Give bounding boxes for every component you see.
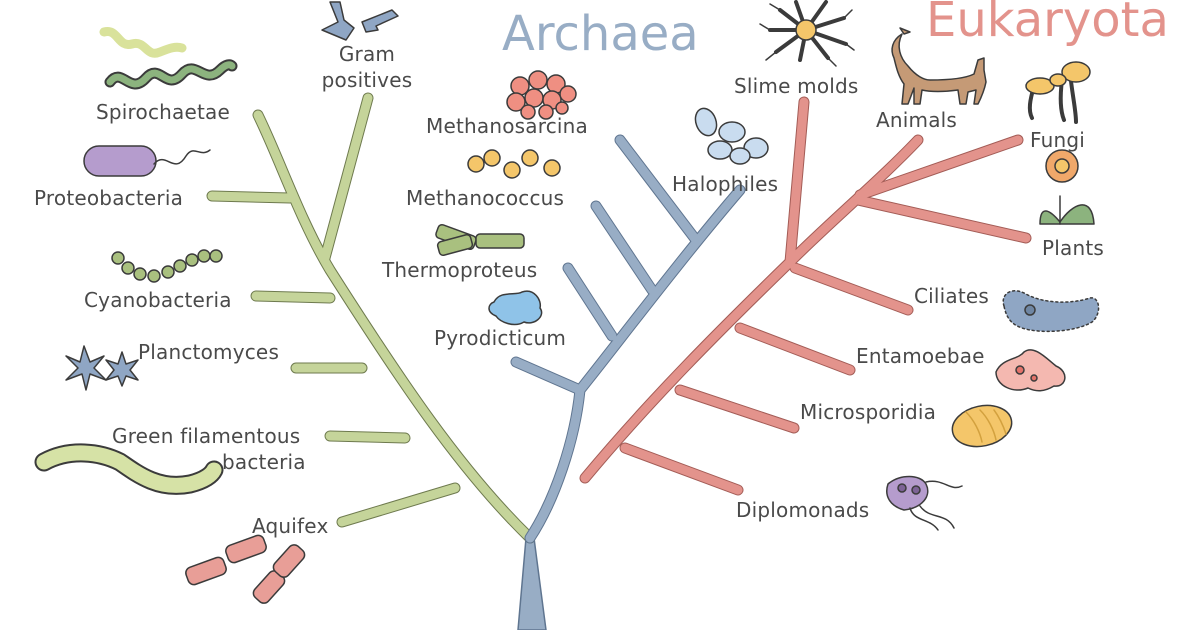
- label-aquifex: Aquifex: [252, 514, 329, 538]
- branch-cyanobacteria: [251, 291, 335, 303]
- label-gram-positives-line2: positives: [321, 68, 413, 92]
- label-thermoproteus: Thermoproteus: [382, 258, 538, 282]
- flower-icon: [1039, 149, 1095, 225]
- branch-ciliates: [790, 263, 913, 315]
- label-proteobacteria: Proteobacteria: [34, 186, 184, 210]
- branch-gram-positives: [320, 93, 373, 263]
- branch-thermoproteus: [563, 263, 617, 341]
- spirochete-icon: [99, 27, 238, 90]
- proteobacterium-icon: [83, 145, 211, 177]
- tree-trunk: [517, 537, 547, 630]
- branch-pyrodicticum: [511, 357, 585, 395]
- branch-fungi: [855, 135, 1023, 200]
- branch-proteobacteria: [207, 191, 295, 203]
- amoeba-icon: [995, 349, 1066, 392]
- label-diplomonads: Diplomonads: [736, 498, 870, 522]
- methanosarcina-cluster-icon: [506, 70, 577, 120]
- halophiles-icon: [694, 107, 769, 165]
- label-fungi: Fungi: [1030, 128, 1086, 152]
- label-planctomyces: Planctomyces: [138, 340, 280, 364]
- branch-methanosarcina: [615, 135, 701, 245]
- branch-diplomonads: [620, 443, 743, 495]
- branch-aquifex: [337, 483, 460, 527]
- branch-microsporidia: [675, 385, 799, 433]
- thermoproteus-rods-icon: [435, 223, 525, 257]
- label-cyanobacteria: Cyanobacteria: [84, 288, 232, 312]
- archaea-main-branch: [525, 185, 745, 543]
- label-gram-positives-line1: Gram: [338, 42, 396, 66]
- cyanobacteria-chain-icon: [111, 249, 223, 283]
- branch-slime-molds: [785, 97, 809, 267]
- label-green-filamentous-line1: Green filamentous: [112, 424, 301, 448]
- slime-mold-icon: [759, 0, 855, 67]
- green-filament-icon: [34, 443, 224, 495]
- label-green-filamentous-line2: bacteria: [222, 450, 306, 474]
- branch-plants: [853, 195, 1031, 243]
- archaea-branches: [510, 134, 746, 544]
- label-animals: Animals: [876, 108, 958, 132]
- branch-green-filamentous: [325, 431, 410, 443]
- pyrodicticum-disc-icon: [488, 290, 543, 326]
- microsporidia-spore-icon: [951, 404, 1013, 448]
- branch-entamoebae: [735, 323, 855, 375]
- branch-methanococcus: [591, 201, 657, 295]
- aquifex-rods-icon: [185, 534, 306, 604]
- label-entamoebae: Entamoebae: [856, 344, 985, 368]
- planctomyces-star-icon: [65, 345, 139, 391]
- bacteria-main-branch: [253, 110, 535, 543]
- gram-positive-rods-icon: [321, 1, 399, 41]
- mushroom-icon: [1025, 61, 1091, 124]
- bacteria-branches: [206, 92, 536, 544]
- label-methanosarcina: Methanosarcina: [426, 114, 588, 138]
- label-spirochaetae: Spirochaetae: [96, 100, 231, 124]
- methanococcus-cocci-icon: [467, 149, 561, 179]
- diplomonad-icon: [886, 475, 963, 531]
- eukaryota-main-branch: [580, 135, 923, 483]
- archaea-domain-title: Archaea: [502, 6, 699, 62]
- label-slime-molds: Slime molds: [734, 74, 859, 98]
- cat-icon: [891, 27, 987, 105]
- label-methanococcus: Methanococcus: [406, 186, 565, 210]
- label-ciliates: Ciliates: [914, 284, 990, 308]
- label-halophiles: Halophiles: [672, 172, 779, 196]
- eukaryota-domain-title: Eukaryota: [926, 0, 1169, 48]
- ciliate-icon: [1002, 290, 1100, 333]
- label-pyrodicticum: Pyrodicticum: [434, 326, 567, 350]
- eukaryota-branches: [579, 96, 1032, 496]
- label-microsporidia: Microsporidia: [800, 400, 937, 424]
- label-plants: Plants: [1042, 236, 1105, 260]
